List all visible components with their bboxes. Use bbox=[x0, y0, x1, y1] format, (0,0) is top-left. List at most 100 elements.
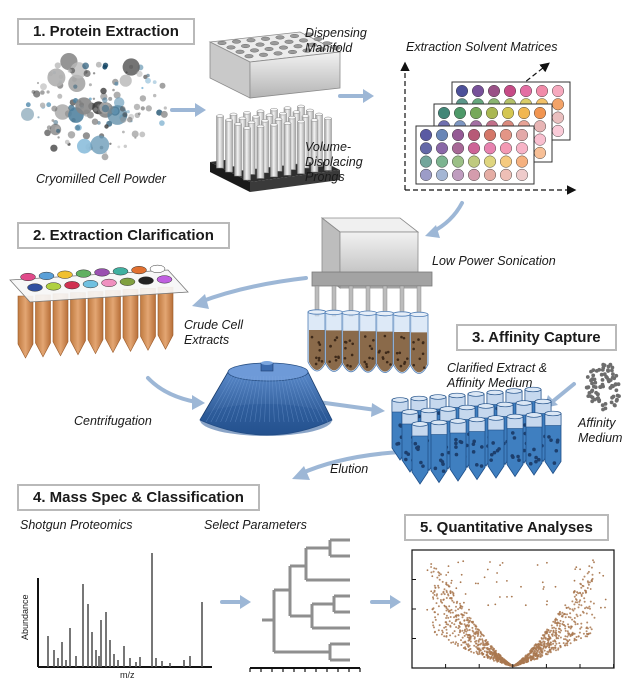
volcano-point bbox=[552, 640, 555, 643]
sonic-debris bbox=[363, 360, 367, 364]
volcano-point bbox=[477, 633, 480, 636]
crude-extract-plate bbox=[9, 264, 189, 359]
affinity-tube-rim bbox=[391, 397, 409, 403]
volcano-point bbox=[524, 655, 527, 658]
powder-particle bbox=[25, 102, 31, 108]
volcano-point bbox=[573, 620, 576, 623]
volcano-point bbox=[486, 656, 489, 658]
volcano-point bbox=[555, 635, 558, 638]
medium-bead bbox=[614, 373, 619, 378]
volcano-point bbox=[563, 638, 565, 641]
volcano-point bbox=[578, 603, 581, 606]
affinity-bead bbox=[536, 457, 541, 462]
volcano-point bbox=[450, 597, 453, 600]
powder-particle bbox=[123, 144, 128, 148]
affinity-bead bbox=[534, 455, 538, 460]
volcano-point bbox=[457, 634, 460, 636]
volcano-point bbox=[585, 612, 588, 615]
label-sonication: Low Power Sonication bbox=[432, 254, 556, 268]
volcano-point bbox=[562, 620, 565, 623]
manifold-hole bbox=[307, 42, 318, 47]
sonic-debris bbox=[337, 355, 340, 359]
solvent-well bbox=[484, 168, 497, 181]
volcano-point bbox=[460, 644, 463, 646]
volcano-point bbox=[568, 639, 571, 641]
volcano-point bbox=[437, 584, 440, 587]
medium-bead bbox=[598, 385, 602, 389]
volcano-point bbox=[544, 631, 547, 634]
volcano-point bbox=[460, 613, 463, 616]
solvent-well bbox=[468, 155, 481, 168]
volcano-outlier bbox=[510, 595, 513, 598]
sonic-debris bbox=[400, 335, 403, 339]
volcano-point bbox=[569, 612, 572, 615]
crude-well bbox=[82, 280, 99, 289]
volcano-point bbox=[455, 614, 458, 617]
volcano-point bbox=[545, 645, 548, 648]
crude-well bbox=[38, 271, 55, 280]
volcano-point bbox=[443, 626, 446, 629]
volcano-point bbox=[467, 643, 470, 646]
volcano-point bbox=[463, 634, 466, 637]
solvent-well bbox=[486, 106, 499, 119]
solvent-well bbox=[436, 155, 449, 168]
volcano-point bbox=[434, 616, 437, 619]
affinity-tube bbox=[430, 419, 448, 484]
volcano-point bbox=[480, 642, 483, 645]
sonic-tube-rim bbox=[358, 310, 378, 316]
volcano-point bbox=[536, 646, 539, 649]
volcano-point bbox=[577, 635, 580, 638]
volcano-point bbox=[470, 650, 473, 653]
centrifuge-ridge bbox=[215, 375, 238, 423]
volcano-point bbox=[582, 611, 585, 614]
volcano-point bbox=[467, 639, 470, 642]
volcano-point bbox=[534, 650, 537, 653]
volcano-point bbox=[498, 658, 501, 661]
volcano-point bbox=[510, 664, 513, 667]
volcano-point bbox=[551, 627, 554, 629]
powder-particle bbox=[93, 107, 98, 112]
volcano-point bbox=[435, 633, 438, 636]
medium-bead bbox=[585, 385, 590, 390]
volcano-point bbox=[493, 655, 496, 658]
crude-tube bbox=[87, 291, 104, 355]
solvent-well bbox=[456, 84, 469, 97]
volcano-outlier bbox=[589, 588, 592, 590]
volcano-point bbox=[473, 623, 476, 626]
powder-particle bbox=[111, 107, 119, 115]
volcano-point bbox=[445, 628, 448, 631]
volcano-outlier bbox=[546, 600, 548, 603]
volcano-point bbox=[542, 637, 545, 640]
volcano-point bbox=[590, 579, 593, 582]
volcano-point bbox=[505, 660, 508, 663]
affinity-bead bbox=[458, 439, 463, 444]
volcano-point bbox=[462, 631, 465, 634]
volcano-point bbox=[433, 589, 436, 592]
medium-bead bbox=[608, 385, 613, 390]
volcano-point bbox=[503, 659, 506, 662]
volcano-point bbox=[590, 566, 593, 569]
powder-particle bbox=[53, 120, 59, 125]
label-prongs-3: Prongs bbox=[305, 170, 345, 184]
volcano-point bbox=[444, 625, 447, 628]
volcano-point bbox=[535, 653, 538, 656]
volcano-point bbox=[564, 629, 567, 632]
solvent-well bbox=[452, 142, 465, 155]
volcano-point bbox=[488, 656, 491, 658]
powder-particle bbox=[86, 111, 94, 119]
volcano-point bbox=[471, 620, 474, 623]
volcano-point bbox=[468, 629, 471, 631]
manifold-hole bbox=[273, 51, 283, 56]
powder-particle bbox=[152, 80, 157, 84]
volcano-point bbox=[481, 651, 484, 654]
volcano-point bbox=[570, 626, 573, 629]
affinity-tube-rim bbox=[448, 392, 466, 399]
volcano-point bbox=[523, 657, 526, 660]
volcano-point bbox=[436, 593, 438, 596]
sonic-debris bbox=[315, 356, 318, 360]
volcano-point bbox=[439, 599, 442, 601]
volcano-point bbox=[457, 642, 459, 645]
powder-particle bbox=[83, 70, 91, 77]
sonic-debris bbox=[412, 347, 415, 351]
volcano-point bbox=[437, 629, 440, 632]
